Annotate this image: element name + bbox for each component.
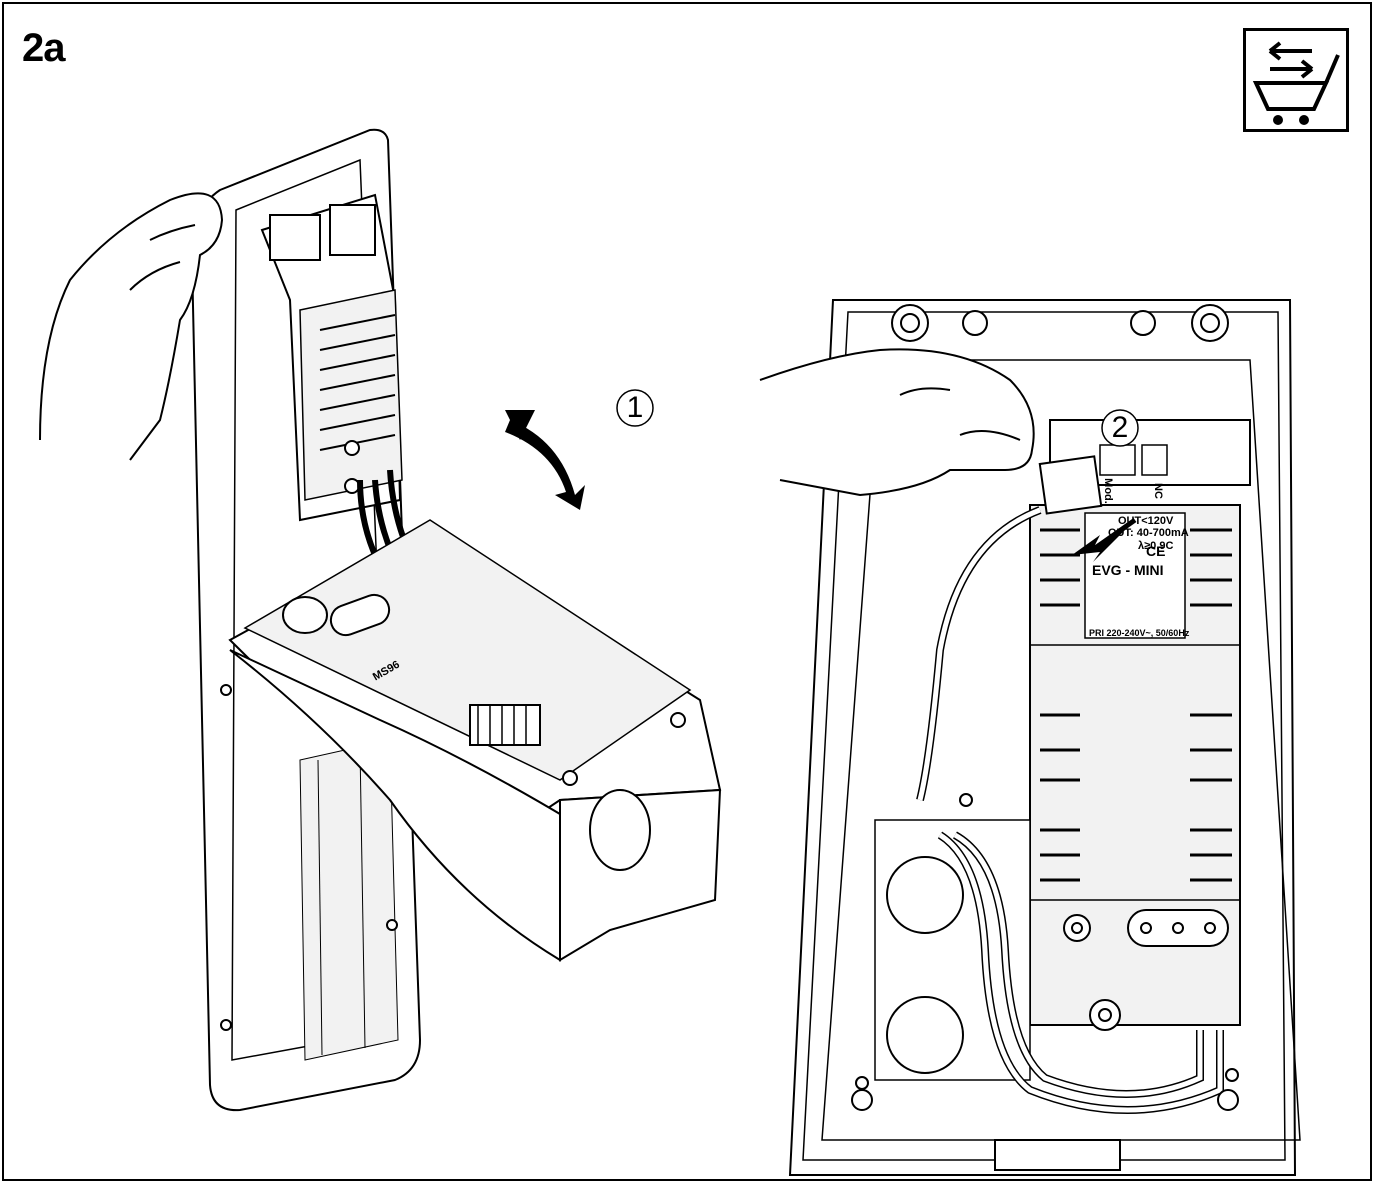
- cart-exchange-icon: [1243, 28, 1349, 132]
- step-label: 2a: [22, 26, 65, 70]
- callout-2-number: 2: [1111, 411, 1129, 444]
- connector-mod-label: Mod.: [1101, 478, 1114, 504]
- output-voltage-label: OUT<120V: [1118, 515, 1174, 527]
- callout-1: 1: [615, 388, 655, 428]
- product-label: EVG - MINI: [1092, 562, 1164, 578]
- callout-1-number: 1: [626, 391, 644, 424]
- callout-1-ring: [616, 389, 654, 427]
- callout-2-ring: [1101, 409, 1139, 447]
- left-illustration-opened-housing: [39, 128, 722, 1112]
- cart-exchange-icon-graphic: [1252, 41, 1340, 125]
- connector-nc-label: NC: [1151, 483, 1164, 499]
- callout-2: 2: [1100, 408, 1140, 448]
- power-factor-label: λ≥0,9C: [1138, 540, 1174, 552]
- input-rating-label: PRI 220-240V~, 50/60Hz: [1089, 628, 1190, 638]
- ce-mark: CE: [1146, 543, 1166, 559]
- output-current-label: OUT: 40-700mA: [1108, 527, 1189, 539]
- right-illustration-housing-interior: [759, 299, 1301, 1176]
